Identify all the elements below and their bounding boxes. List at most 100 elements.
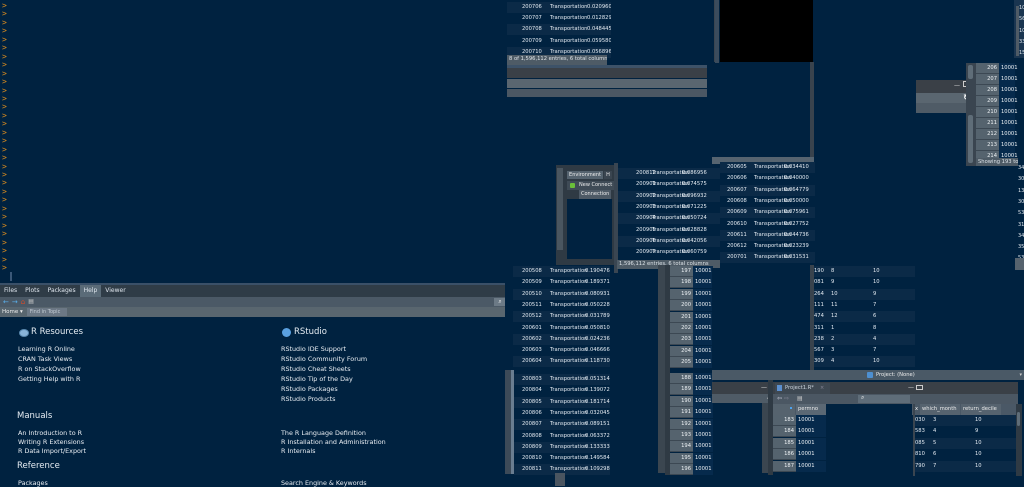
scroll-thumb[interactable] [968,65,973,79]
tab-help[interactable]: Help [79,285,102,297]
pane-search[interactable]: ↻ [916,93,972,103]
permno-cell[interactable]: 10001 [693,418,713,430]
link-r-on-stackoverflow[interactable]: R on StackOverflow [18,365,81,373]
tab-packages[interactable]: Packages [47,287,76,294]
scrollbar[interactable] [810,62,814,157]
scroll-handle[interactable] [555,473,565,486]
permno-cell[interactable]: 10001 [999,129,1018,140]
link-cran-task-views[interactable]: CRAN Task Views [18,355,73,363]
permno-cell[interactable]: 10001 [999,118,1018,129]
filter-icon[interactable]: ▤ [797,395,803,402]
scroll-thumb[interactable] [1017,412,1020,426]
back-arrow-icon[interactable]: ⇦ [777,395,783,402]
permno-cell[interactable]: 10001 [693,311,713,323]
tab-viewer[interactable]: Viewer [105,287,126,294]
maximize-icon[interactable] [916,385,923,390]
column-header-x[interactable]: x [915,406,919,412]
permno-cell[interactable]: 10001 [693,407,713,419]
link-r-internals[interactable]: R Internals [281,447,316,455]
link-search-engine-keywords[interactable]: Search Engine & Keywords [281,479,367,487]
link-rstudio-tip-of-the-day[interactable]: RStudio Tip of the Day [281,375,353,383]
permno-cell[interactable]: 10001 [693,277,713,289]
scrollbar[interactable] [665,265,670,475]
column-header-which-month[interactable]: which_month [920,404,960,415]
console-divider[interactable] [0,283,507,285]
connection-column[interactable]: Connection [579,190,612,199]
permno-cell[interactable]: 10001 [693,452,713,464]
permno-cell[interactable]: 10001 [999,96,1018,107]
scrollbar[interactable] [505,370,511,474]
tab-project1-r[interactable]: Project1.R* × [775,383,830,394]
permno-cell[interactable]: 10001 [999,85,1018,96]
permno-cell[interactable]: 10001 [796,460,826,472]
dropdown-icon[interactable]: ▾ [1019,372,1022,378]
column-header-permno[interactable]: permno [796,404,826,415]
tab-environment[interactable]: Environment [567,171,603,179]
link-rstudio-packages[interactable]: RStudio Packages [281,385,338,393]
tab-history[interactable]: H [604,171,612,179]
permno-cell[interactable]: 10001 [693,300,713,312]
vertical-scrollbar[interactable] [966,63,976,166]
permno-cell[interactable]: 10001 [693,266,713,277]
link-rstudio-ide-support[interactable]: RStudio IDE Support [281,345,346,353]
column-header-return-decile[interactable]: return_decile [961,404,1001,415]
link-r-installation-admin[interactable]: R Installation and Administration [281,438,386,446]
link-r-data-import-export[interactable]: R Data Import/Export [18,447,87,455]
close-tab-icon[interactable]: × [820,385,825,391]
link-r-language-definition[interactable]: The R Language Definition [281,429,366,437]
link-rstudio-products[interactable]: RStudio Products [281,395,336,403]
permno-cell[interactable]: 10001 [693,288,713,300]
minimize-icon[interactable]: — [908,384,914,391]
scrollbar[interactable] [1016,404,1022,476]
permno-cell[interactable]: 10001 [693,430,713,441]
divider[interactable] [614,163,618,273]
scrollbar[interactable] [1016,6,1019,56]
permno-cell[interactable]: 10001 [693,384,713,396]
tab-files[interactable]: Files [4,287,18,294]
permno-cell[interactable]: 10001 [693,323,713,334]
divider[interactable] [768,380,773,475]
console-pane[interactable]: >>>>>>>>>>>>>>>>>>>>>>>>>>>>>>>> [0,0,507,285]
permno-cell[interactable]: 10001 [999,140,1018,151]
link-writing-r-extensions[interactable]: Writing R Extensions [18,438,85,446]
tab-plots[interactable]: Plots [25,287,40,294]
scrollbar[interactable] [658,265,665,373]
permno-cell[interactable]: 10001 [796,437,826,449]
minimize-icon[interactable]: — [761,384,767,391]
